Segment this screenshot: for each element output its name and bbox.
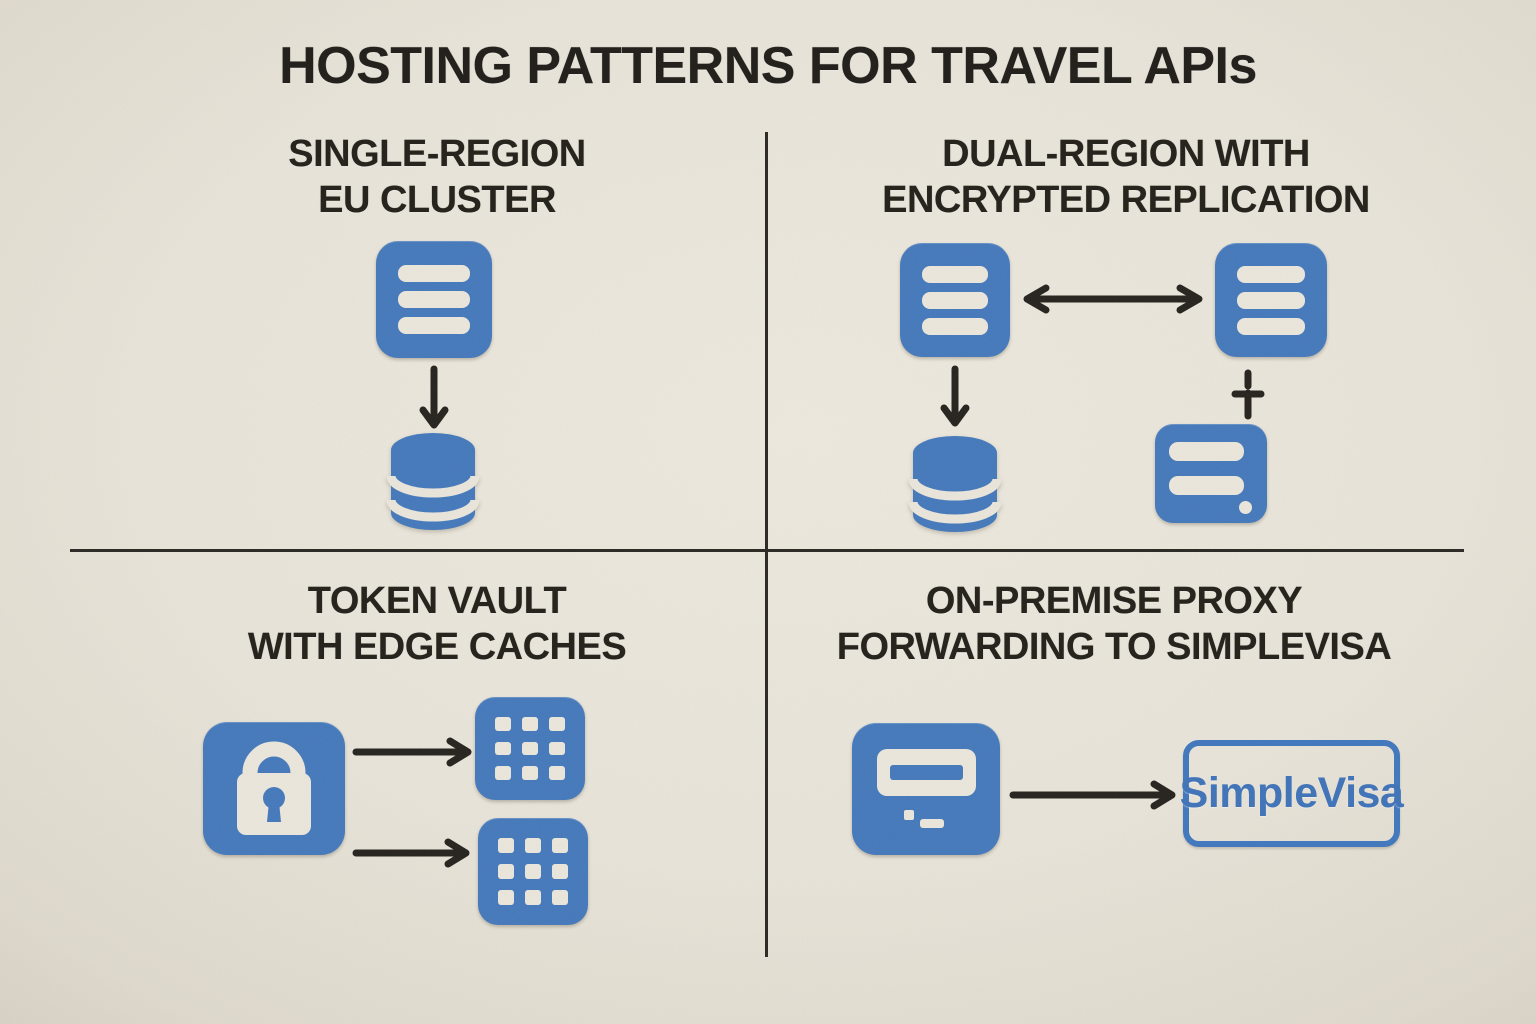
storage-box-icon	[1155, 424, 1267, 523]
server-bar	[1237, 292, 1305, 309]
double-arrow-icon	[1023, 284, 1203, 314]
server-bar	[398, 265, 470, 282]
arrow-right-icon	[352, 838, 470, 868]
quadrant-heading-dual-region: DUAL-REGION WITH ENCRYPTED REPLICATION	[776, 131, 1476, 223]
storage-led-dot	[1239, 501, 1252, 514]
server-icon	[1215, 243, 1327, 357]
proxy-terminal-icon	[852, 723, 1000, 855]
quadrant-heading-on-premise-proxy: ON-PREMISE PROXY FORWARDING TO SIMPLEVIS…	[764, 578, 1464, 670]
server-bar	[922, 318, 988, 335]
simplevisa-service-box: SimpleVisa	[1180, 740, 1404, 847]
server-bar	[1237, 318, 1305, 335]
database-icon	[908, 436, 1002, 532]
storage-bar	[1169, 476, 1244, 495]
simplevisa-label: SimpleVisa	[1179, 769, 1404, 817]
server-bar	[1237, 266, 1305, 283]
heading-line: ENCRYPTED REPLICATION	[882, 179, 1370, 221]
arrow-right-icon	[1009, 780, 1176, 810]
quadrant-heading-single-region: SINGLE-REGION EU CLUSTER	[87, 131, 787, 223]
heading-line: FORWARDING TO SIMPLEVISA	[836, 626, 1392, 668]
storage-bar	[1169, 442, 1244, 461]
lock-icon	[203, 722, 345, 855]
server-bar	[922, 266, 988, 283]
page-title: HOSTING PATTERNS FOR TRAVEL APIs	[279, 37, 1257, 95]
server-bar	[398, 291, 470, 308]
proxy-slot	[920, 819, 944, 828]
proxy-screen-bar	[890, 765, 963, 780]
arrow-right-icon	[352, 737, 472, 767]
heading-line: DUAL-REGION WITH	[942, 133, 1310, 175]
heading-line: SINGLE-REGION	[288, 133, 586, 175]
edge-cache-grid-icon	[478, 818, 588, 925]
server-bar	[398, 317, 470, 334]
server-icon	[376, 241, 492, 358]
proxy-dot	[904, 810, 914, 820]
database-icon	[386, 433, 480, 530]
proxy-screen	[877, 749, 976, 796]
heading-line: EU CLUSTER	[318, 179, 556, 221]
heading-line: TOKEN VAULT	[307, 580, 567, 622]
encrypted-link-icon	[1231, 369, 1265, 420]
horizontal-divider	[70, 549, 1464, 552]
heading-line: WITH EDGE CACHES	[247, 626, 627, 668]
edge-cache-grid-icon	[475, 697, 585, 800]
heading-line: ON-PREMISE PROXY	[925, 580, 1303, 622]
arrow-down-icon	[940, 365, 970, 427]
vertical-divider	[765, 132, 768, 957]
server-bar	[922, 292, 988, 309]
server-icon	[900, 243, 1010, 357]
quadrant-heading-token-vault: TOKEN VAULT WITH EDGE CACHES	[87, 578, 787, 670]
arrow-down-icon	[419, 365, 449, 429]
